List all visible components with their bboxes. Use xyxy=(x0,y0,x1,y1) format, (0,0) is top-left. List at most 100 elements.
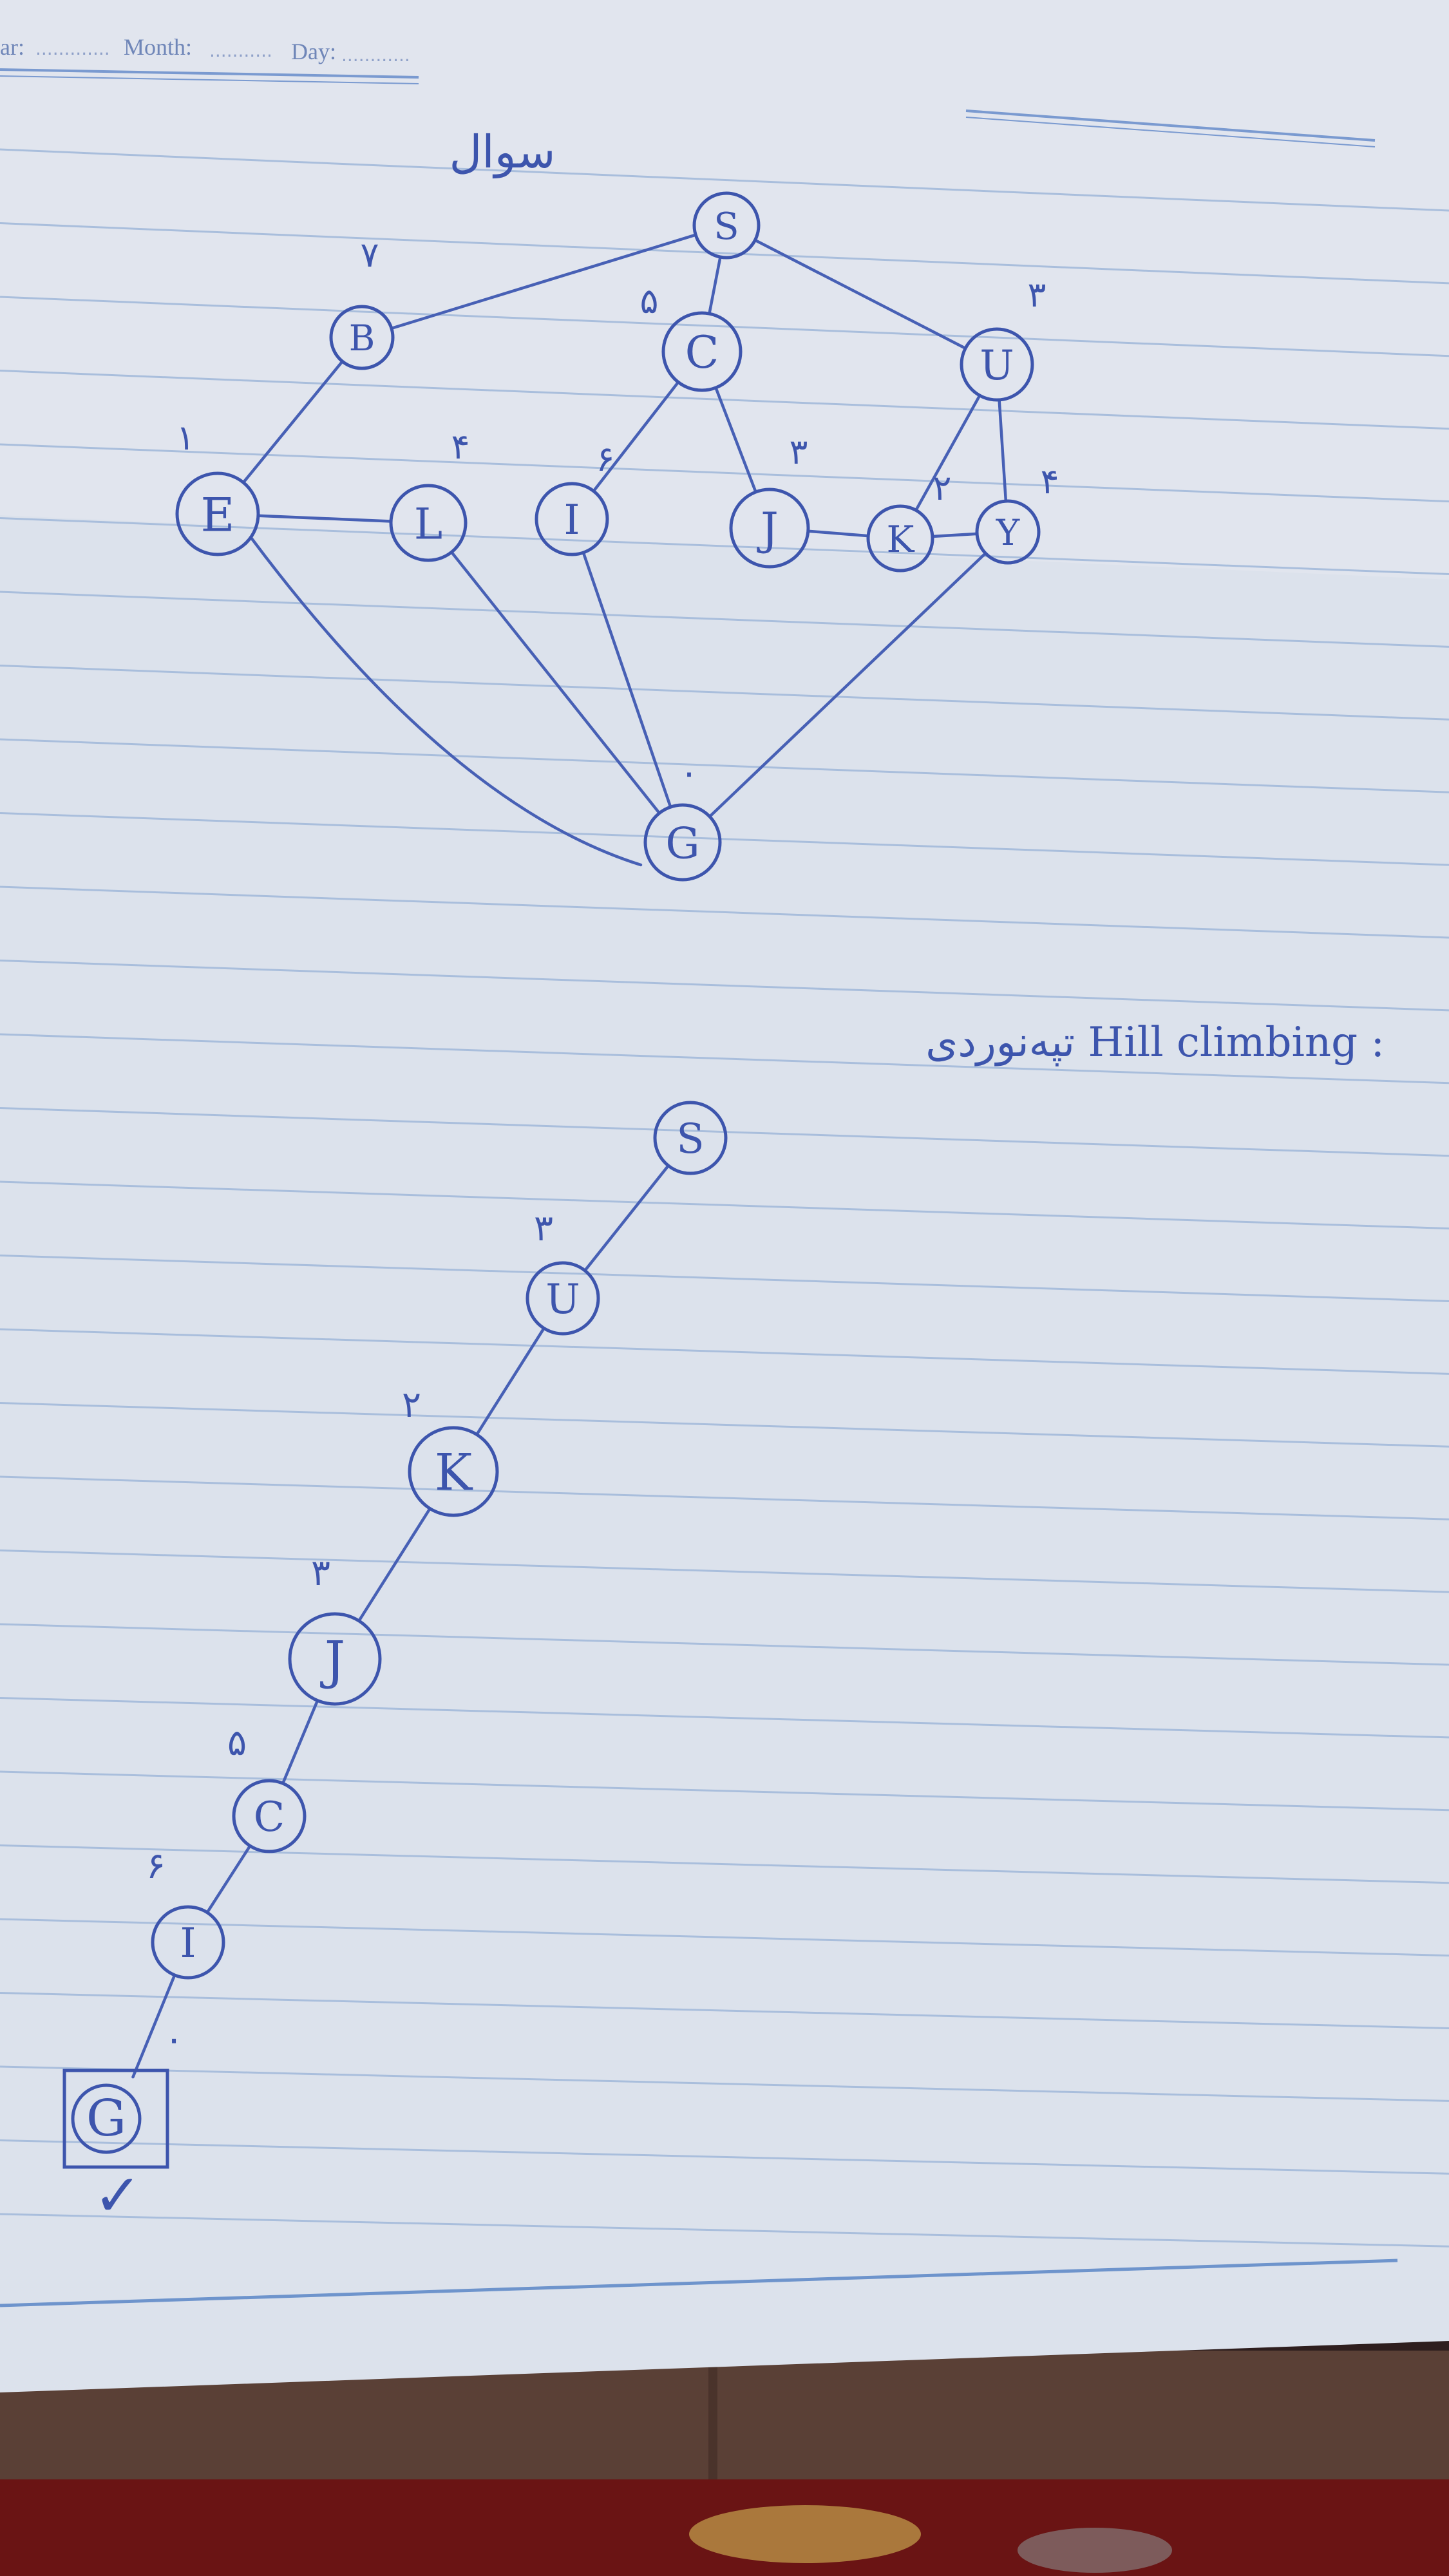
heuristic-value: ۳ xyxy=(311,1552,330,1594)
edge-E-G xyxy=(249,536,643,867)
node-circle xyxy=(960,327,1034,402)
heuristic-value: ۶ xyxy=(146,1845,166,1887)
edge-U-K xyxy=(914,393,981,512)
node-circle xyxy=(975,499,1041,565)
ruled-line xyxy=(0,1623,1449,1666)
graph-node-B: B۷ xyxy=(329,234,395,370)
ruled-line xyxy=(0,1918,1449,1957)
node-label: K xyxy=(887,518,915,561)
day-label: Day: xyxy=(291,39,336,64)
node-label: U xyxy=(545,1275,580,1323)
ruled-line xyxy=(0,960,1449,1012)
path-edge-3 xyxy=(281,1699,319,1785)
heuristic-value: ۵ xyxy=(227,1722,247,1764)
path-node-K: K۲ xyxy=(402,1384,499,1517)
svg-text:.............: ............. xyxy=(35,38,110,59)
ruled-line xyxy=(0,2065,1449,2102)
graph-node-C: C۵ xyxy=(639,281,743,392)
node-label: L xyxy=(414,498,442,549)
heuristic-value: ۲ xyxy=(402,1384,421,1426)
path-edge-0 xyxy=(583,1164,670,1273)
node-label: C xyxy=(254,1793,285,1841)
ruled-line xyxy=(0,812,1449,866)
year-label: ar: xyxy=(0,34,24,60)
ruled-line xyxy=(0,222,1449,285)
node-circle xyxy=(151,1905,225,1980)
node-circle xyxy=(175,471,260,556)
ruled-line xyxy=(0,886,1449,939)
paper-page xyxy=(0,0,1449,2392)
graph-node-J: J۳ xyxy=(729,431,810,569)
ruled-line xyxy=(0,591,1449,648)
graph-node-Y: Y۴ xyxy=(975,461,1059,565)
heuristic-value: ۳ xyxy=(789,431,808,472)
edge-K-Y xyxy=(931,532,979,538)
node-circle xyxy=(389,484,468,562)
node-label: S xyxy=(676,1115,704,1162)
heuristic-value: ۶ xyxy=(596,439,614,479)
edge-E-L xyxy=(256,514,393,523)
node-label: S xyxy=(714,205,739,248)
node-label: I xyxy=(180,1919,196,1967)
ruled-line xyxy=(0,1255,1449,1302)
node-label: B xyxy=(349,318,375,359)
ruled-line xyxy=(0,517,1449,575)
node-label: U xyxy=(980,341,1014,389)
graph-node-K: K۲ xyxy=(866,468,952,573)
heuristic-value: ۴ xyxy=(451,426,469,467)
heuristic-value: ۲ xyxy=(933,468,951,508)
node-label: I xyxy=(564,496,580,544)
edge-U-Y xyxy=(998,398,1008,503)
node-label: G xyxy=(86,2090,126,2148)
heuristic-value: ۵ xyxy=(639,281,658,321)
node-circle xyxy=(71,2083,142,2154)
svg-text:............: ............ xyxy=(341,44,410,66)
ruled-line xyxy=(0,1992,1449,2029)
edge-C-I xyxy=(592,381,680,493)
heuristic-value: ۷ xyxy=(360,234,379,275)
ruled-line xyxy=(0,443,1449,503)
node-circle xyxy=(692,191,761,260)
node-label: J xyxy=(320,1629,345,1690)
path-node-S: S xyxy=(653,1101,728,1175)
ruled-line xyxy=(0,148,1449,212)
path-node-C: C۵ xyxy=(227,1722,307,1853)
ruled-line xyxy=(0,1844,1449,1884)
node-circle xyxy=(232,1779,307,1853)
ruled-line xyxy=(0,1475,1449,1520)
ruled-line xyxy=(0,738,1449,793)
heuristic-value: ۴ xyxy=(1040,461,1059,502)
ruled-line xyxy=(0,1549,1449,1593)
heuristic-value: ۳ xyxy=(534,1208,553,1249)
ruled-lines xyxy=(0,148,1449,2307)
node-circle xyxy=(661,311,743,392)
edge-S-B xyxy=(390,233,697,330)
ruled-line xyxy=(0,1770,1449,1812)
path-node-I: I۶ xyxy=(146,1845,225,1980)
question-edges xyxy=(242,233,1008,867)
edge-I-G xyxy=(582,551,672,809)
heuristic-value: ۳ xyxy=(1027,274,1046,315)
node-label: J xyxy=(757,504,779,555)
bottom-rule xyxy=(0,2259,1398,2307)
graph-node-L: L۴ xyxy=(389,426,470,562)
answer-path-edges xyxy=(131,1164,670,2079)
question-title: سوال xyxy=(449,126,555,179)
graph-node-S: S xyxy=(692,191,761,260)
node-circle xyxy=(643,803,722,882)
heuristic-value: ۰ xyxy=(164,2018,184,2060)
edge-B-E xyxy=(242,359,344,484)
ruled-line xyxy=(0,1033,1449,1084)
graph-node-G: G۰ xyxy=(643,752,722,882)
node-label: E xyxy=(201,488,235,542)
node-circle xyxy=(526,1261,600,1336)
node-circle xyxy=(866,504,934,573)
goal-check-mark: ✓ xyxy=(93,2162,142,2230)
heuristic-value: ۱ xyxy=(176,417,194,458)
node-circle xyxy=(729,488,810,569)
graph-node-E: E۱ xyxy=(175,417,260,556)
path-edge-1 xyxy=(475,1327,545,1436)
